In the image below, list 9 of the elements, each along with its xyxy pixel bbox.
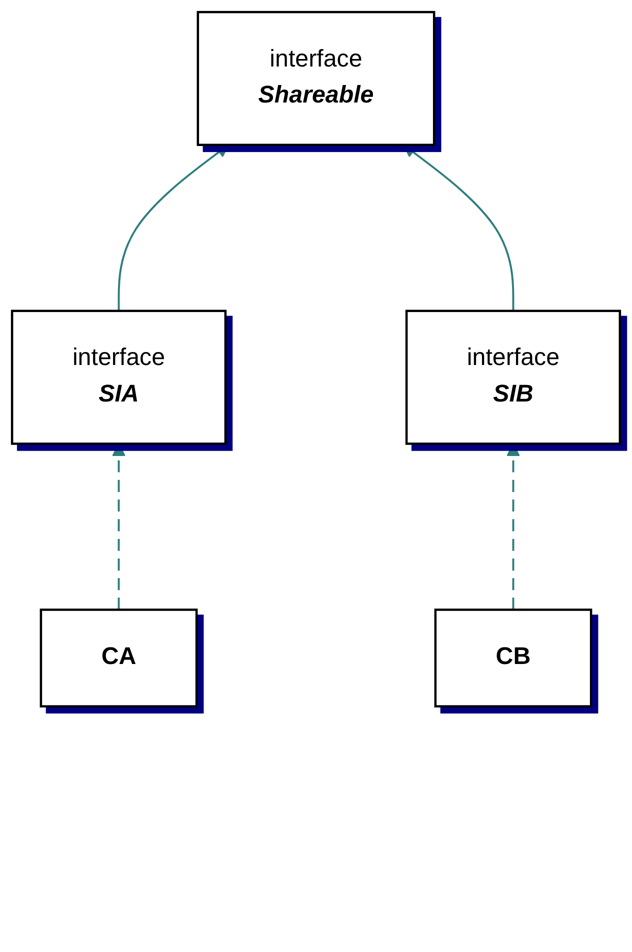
arrow (506, 443, 520, 610)
node-box (434, 608, 592, 708)
node-box (196, 10, 436, 146)
arrow (112, 443, 126, 610)
node-box (40, 608, 198, 708)
arrow (403, 144, 514, 311)
node-box (405, 310, 622, 445)
arrow (118, 144, 229, 311)
node-box (10, 310, 227, 445)
